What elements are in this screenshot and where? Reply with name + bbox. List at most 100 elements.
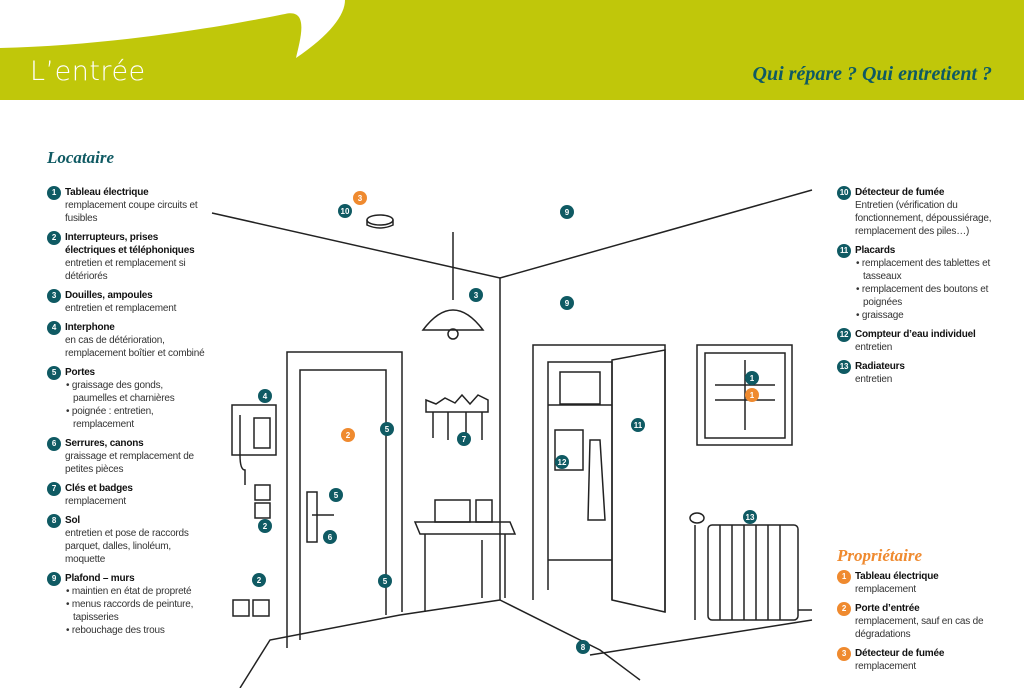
item-description: remplacement — [855, 661, 916, 672]
item-bullet: remplacement des tablettes et tasseaux — [855, 257, 1017, 283]
closet — [532, 344, 666, 613]
front-door — [286, 351, 403, 648]
marker-label: 4 — [263, 392, 268, 401]
marker-label: 7 — [462, 435, 467, 444]
marker-label: 8 — [581, 643, 586, 652]
number-badge: 2 — [837, 602, 851, 616]
marker-label: 5 — [334, 491, 339, 500]
legend-item: 1 Tableau électrique remplacement coupe ci… — [47, 186, 207, 225]
page-subtitle: Qui répare ? Qui entretient ? — [752, 63, 992, 85]
number-badge: 3 — [837, 647, 851, 661]
callout-marker: 4 — [258, 389, 272, 403]
item-description: remplacement coupe circuits et fusibles — [65, 200, 198, 224]
callout-marker: 9 — [560, 205, 574, 219]
callout-marker: 7 — [457, 432, 471, 446]
marker-label: 5 — [385, 425, 390, 434]
number-badge: 3 — [47, 289, 61, 303]
marker-label: 1 — [750, 374, 755, 383]
item-description: en cas de détérioration, remplacement bo… — [65, 335, 205, 359]
number-badge: 7 — [47, 482, 61, 496]
legend-item: 5Portesgraissage des gonds, paumelles et… — [47, 366, 207, 431]
marker-label: 1 — [750, 391, 755, 400]
number-badge: 11 — [837, 244, 851, 258]
marker-label: 9 — [565, 208, 570, 217]
smoke-detector — [366, 214, 394, 229]
item-title: Interrupteurs, prises électriques et tél… — [65, 232, 195, 256]
item-description: entretien et pose de raccords parquet, d… — [65, 528, 189, 565]
proprietaire-heading: Propriétaire — [837, 546, 922, 565]
marker-label: 6 — [328, 533, 333, 542]
marker-label: 10 — [341, 207, 350, 216]
marker-label: 2 — [346, 431, 351, 440]
radiator — [689, 512, 812, 621]
item-title: Portes — [65, 367, 95, 378]
item-bullet: remplacement des boutons et poignées — [855, 283, 1017, 309]
side-table — [413, 499, 517, 612]
callout-marker: 10 — [338, 204, 352, 218]
number-badge: 1 — [837, 570, 851, 584]
number-badge: 2 — [47, 231, 61, 245]
item-title: Douilles, ampoules — [65, 290, 153, 301]
marker-label: 2 — [263, 522, 268, 531]
callout-marker: 12 — [555, 455, 569, 469]
legend-item: 2 Interrupteurs, prises électriques et té… — [47, 231, 207, 283]
number-badge: 6 — [47, 437, 61, 451]
legend-item: 3 Douilles, ampoules entretien et remplace… — [47, 289, 207, 315]
ceiling-lamp — [421, 232, 485, 340]
callout-marker: 5 — [380, 422, 394, 436]
number-badge: 1 — [47, 186, 61, 200]
item-description: entretien et remplacement — [65, 303, 177, 314]
item-description: entretien — [855, 374, 893, 385]
callout-marker: 8 — [576, 640, 590, 654]
marker-label: 3 — [474, 291, 479, 300]
item-title: Placards — [855, 245, 896, 256]
callout-marker: 13 — [743, 510, 757, 524]
callout-marker: 5 — [378, 574, 392, 588]
item-bullet: poignée : entretien, remplacement — [65, 405, 207, 431]
item-bullet: graissage des gonds, paumelles et charni… — [65, 379, 207, 405]
callout-marker: 1 — [745, 371, 759, 385]
number-badge: 10 — [837, 186, 851, 200]
item-title: Interphone — [65, 322, 115, 333]
item-title: Radiateurs — [855, 361, 905, 372]
callout-marker: 2 — [341, 428, 355, 442]
item-bullet: rebouchage des trous — [65, 624, 207, 637]
room-lines — [211, 189, 813, 688]
callout-marker: 11 — [631, 418, 645, 432]
legend-item: 11 Placardsremplacement des tablettes et … — [837, 244, 1017, 322]
number-badge: 8 — [47, 514, 61, 528]
legend-item: 7 Clés et badges remplacement — [47, 482, 207, 508]
key-holder — [425, 393, 489, 440]
header-banner — [0, 0, 1024, 100]
marker-label: 5 — [383, 577, 388, 586]
callout-marker: 9 — [560, 296, 574, 310]
intercom — [231, 404, 277, 617]
callout-marker: 5 — [329, 488, 343, 502]
legend-item: 13 Radiateurs entretien — [837, 360, 1017, 386]
item-description: remplacement — [855, 584, 916, 595]
item-description: Entretien (vérification du fonctionnemen… — [855, 200, 992, 237]
item-description: remplacement — [65, 496, 126, 507]
marker-label: 12 — [558, 458, 567, 467]
item-description: entretien — [855, 342, 893, 353]
callout-marker: 6 — [323, 530, 337, 544]
item-title: Tableau électrique — [65, 187, 149, 198]
item-title: Détecteur de fumée — [855, 187, 945, 198]
marker-label: 9 — [565, 299, 570, 308]
locataire-heading: Locataire — [47, 148, 115, 167]
item-title: Clés et badges — [65, 483, 133, 494]
callout-marker: 1 — [745, 388, 759, 402]
item-description: entretien et remplacement si détériorés — [65, 258, 186, 282]
item-bullet: menus raccords de peinture, tapisseries — [65, 598, 207, 624]
number-badge: 13 — [837, 360, 851, 374]
